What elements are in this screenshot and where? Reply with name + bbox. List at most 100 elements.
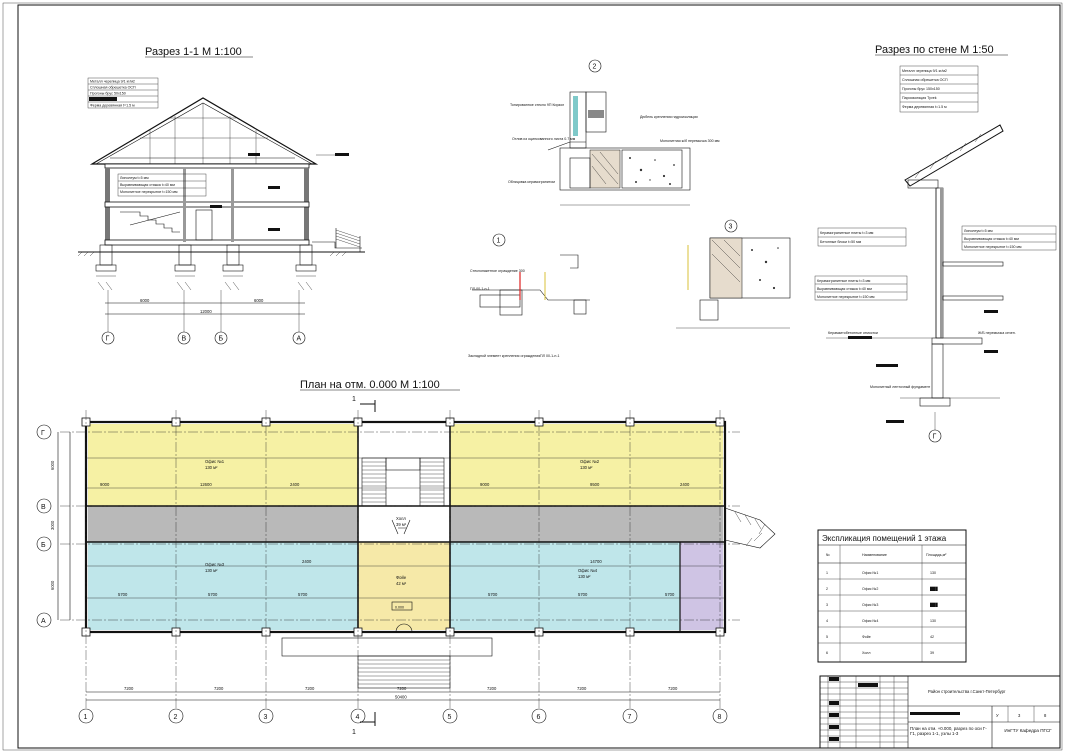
cut-mark-bottom: 1: [352, 729, 356, 736]
node-2-mark: 2: [593, 64, 597, 71]
axis-label: А: [297, 336, 302, 343]
axis-bubble-g: [101, 331, 115, 345]
wall-note: Керамзитобетонные отмостки: [828, 331, 878, 335]
wall-note: Бетонные блоки t=50 мм: [820, 240, 862, 244]
entry-door: [395, 623, 413, 633]
section-1-1: Разрез 1-1 М 1:100 Металл черепица 9/1 к…: [77, 46, 365, 345]
explication-cell: Офис №1: [862, 571, 878, 575]
plan-dim-bottom: 7200: [397, 686, 407, 691]
foyer-name: Фойе: [396, 575, 407, 580]
entry-platform: [281, 637, 493, 657]
section-dim-1: 6000: [140, 298, 150, 303]
roof-legend-5: Ферма деревянная t=1.5 м: [90, 104, 135, 108]
explication-cell: 5: [826, 635, 828, 639]
stamp-org: ИнГТУ Кафедра ПГСГ: [1004, 728, 1052, 733]
wall-note: Выравнивающая стяжка t=40 мм: [817, 287, 872, 291]
explication-cell: ███: [930, 602, 938, 608]
stamp-desc-box: План на отм. +0.000, разрез по оси Г-Г1,…: [910, 726, 987, 736]
plan-axis-g: [36, 424, 52, 440]
plan-dim-left: 3000: [50, 520, 55, 530]
node-1-note: Закладной элемент крепления ограждения: [468, 354, 540, 358]
explication-cell: 1: [826, 571, 828, 575]
node-2-note: Облицовка керамогранитом: [508, 180, 555, 184]
plan-dim-bottom: 7200: [124, 686, 134, 691]
office3-area: 130 м²: [205, 568, 218, 573]
node-1-note: ПЛ-00-1-н-1: [470, 287, 490, 291]
room-office-4: [450, 542, 680, 630]
plan-dim-bottom: 7200: [577, 686, 587, 691]
plan-dim-inner: 5700: [118, 592, 128, 597]
plan-dim-bottom: 7200: [305, 686, 315, 691]
node-2-note: Дюбель крепления гидроизоляции: [640, 115, 698, 119]
floor-plan: План на отм. 0.000 М 1:100 1 1: [36, 379, 776, 736]
node-2-note: Тонированное стекло 9П Кирзол: [510, 103, 564, 107]
office2-name: Офис №2: [580, 459, 600, 464]
axis-bubble-b: [214, 331, 228, 345]
room-foyer: [358, 542, 450, 630]
level-marks: [210, 153, 349, 231]
room-office-1: [88, 424, 358, 506]
cut-mark-top: 1: [352, 396, 356, 403]
corridor-name: Холл: [396, 516, 406, 521]
plan-dim-inner: 2400: [302, 559, 312, 564]
plan-dims-bottom: 7200 7200 7200 7200 7200 7200 7200 50400: [124, 686, 678, 700]
explication-cell: Офис №3: [862, 603, 878, 607]
node-1-note: Стеклопакетное ограждение 300: [470, 269, 525, 273]
wall-note: Керамогранитные плиты t=3 мм: [817, 279, 871, 283]
stair-hall: [358, 424, 450, 542]
roof-legend-2: Сплошная обрешетка ОСП: [90, 86, 136, 90]
explication-cell: Холл: [862, 651, 870, 655]
plan-axis-number: 8: [718, 714, 722, 721]
plan-axis-v: [36, 498, 52, 514]
wall-note: Выравнивающая стяжка t=40 мм: [964, 237, 1019, 241]
explication-cell: Фойе: [862, 635, 871, 639]
plan-axis-label: В: [41, 504, 46, 511]
plan-dim-inner: 5700: [298, 592, 308, 597]
plan-axis-number: 6: [537, 714, 541, 721]
node-1-note: ПЛ 00-1-н-1: [540, 354, 560, 358]
stamp-site: Район строительства г.Санкт-Петербург: [928, 689, 1006, 694]
explication-cell: 4: [826, 619, 828, 623]
wall-note: Монолитное перекрытие t=150 мм: [817, 295, 875, 299]
roof-legend-1: Металл черепица 9/1 кг/м2: [90, 80, 135, 84]
room-office-3: [88, 542, 358, 630]
plan-dim-inner: 5700: [208, 592, 218, 597]
explication-header: №: [826, 553, 830, 557]
office4-area: 130 м²: [578, 574, 591, 579]
east-ramp: [724, 507, 776, 549]
plan-dim-inner: 5700: [578, 592, 588, 597]
office1-name: Офис №1: [205, 459, 225, 464]
stamp-desc: План на отм. +0.000, разрез по оси Г-Г1,…: [910, 726, 987, 736]
plan-axis-b: [36, 536, 52, 552]
plan-dim-bottom: 7200: [487, 686, 497, 691]
explication-cell: Офис №4: [862, 619, 878, 623]
section-1-1-title: Разрез 1-1 М 1:100: [145, 46, 242, 58]
plan-dim-left: 6000: [50, 460, 55, 470]
explication-cell: 39: [930, 651, 934, 655]
explication-cell: 130: [930, 571, 936, 575]
inner-frame: [17, 4, 1061, 749]
floor-legend-3: Монолитное перекрытие t=150 мм: [120, 190, 178, 194]
plan-dim-inner: 2400: [290, 482, 300, 487]
stamp-sheet: 3: [1018, 713, 1021, 718]
explication-cell: ███: [930, 586, 938, 592]
floor-legend: Линолеум t=5 мм Выравнивающая стяжка t=4…: [117, 173, 207, 197]
explication-header: Наименование: [862, 553, 887, 557]
plan-axis-number: 2: [174, 714, 178, 721]
wall-section-title: Разрез по стене М 1:50: [875, 44, 994, 56]
stairs: [361, 457, 445, 535]
axis-bubble-a: [292, 331, 306, 345]
plan-dim-inner: 12600: [200, 482, 212, 487]
plan-dim-total: 50400: [395, 695, 407, 700]
explication-table: Экспликация помещений 1 этажа № Наименов…: [817, 529, 967, 663]
explication-cell: 130: [930, 619, 936, 623]
wall-note: Керамогранитные плиты t=3 мм: [820, 231, 874, 235]
roof-legend: Металл черепица 9/1 кг/м2 Сплошная обреш…: [87, 77, 159, 109]
plan-axis-bubbles-bottom: 1 2 3 4 5 6 7 8: [78, 708, 728, 724]
explication-header: Площадь,м²: [926, 553, 947, 557]
node-3-mark: 3: [729, 224, 733, 231]
plan-dim-left: 6000: [50, 580, 55, 590]
wall-section: Разрез по стене М 1:50 Металл черепица 9…: [814, 44, 1057, 443]
